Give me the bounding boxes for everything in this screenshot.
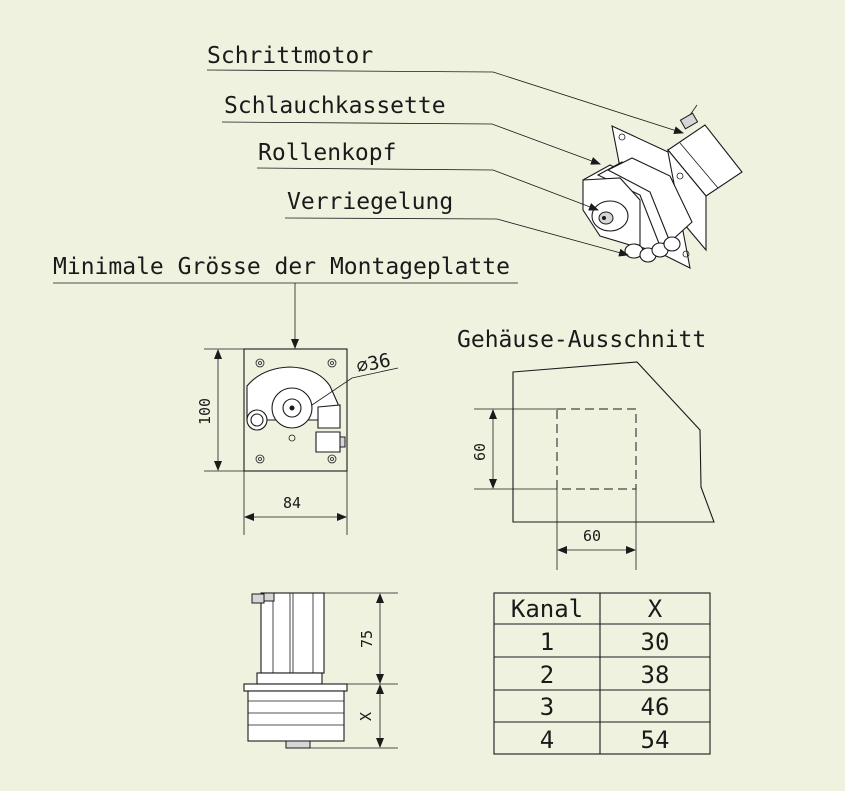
table-cell-x: 46 <box>641 693 670 721</box>
table-cell-x: 30 <box>641 628 670 656</box>
label-tube-cassette: Schlauchkassette <box>224 93 446 119</box>
dim-plate-width: 84 <box>283 494 301 512</box>
label-housing-cutout: Gehäuse-Ausschnitt <box>457 327 706 353</box>
table-cell-channel: 3 <box>540 693 554 721</box>
dim-cutout-width: 60 <box>583 527 601 545</box>
dim-cassette-x: X <box>357 712 375 721</box>
label-roller-head: Rollenkopf <box>258 140 396 166</box>
housing-cutout-view: Gehäuse-Ausschnitt 60 60 <box>457 327 715 570</box>
front-view: ⌀36 100 84 <box>196 283 399 535</box>
iso-pump-view <box>582 104 743 269</box>
dim-motor-length: 75 <box>358 630 376 648</box>
table-cell-channel: 1 <box>540 628 554 656</box>
table-cell-channel: 2 <box>540 661 554 689</box>
table-cell-channel: 4 <box>540 726 554 754</box>
label-lock: Verriegelung <box>287 189 453 215</box>
side-view: 75 X <box>243 592 398 749</box>
channel-table: Kanal X 1 30 2 38 3 46 4 54 <box>493 592 711 755</box>
label-min-plate: Minimale Grösse der Montageplatte <box>53 254 510 280</box>
dim-plate-height: 100 <box>196 398 214 425</box>
table-header-x: X <box>648 595 663 623</box>
table-header-channel: Kanal <box>511 595 583 623</box>
dim-diameter: ⌀36 <box>354 349 392 378</box>
dim-cutout-height: 60 <box>471 443 489 461</box>
table-cell-x: 54 <box>641 726 670 754</box>
label-stepper-motor: Schrittmotor <box>207 43 373 69</box>
table-cell-x: 38 <box>641 661 670 689</box>
screw-holes <box>255 358 337 464</box>
label-leaders <box>206 69 684 257</box>
